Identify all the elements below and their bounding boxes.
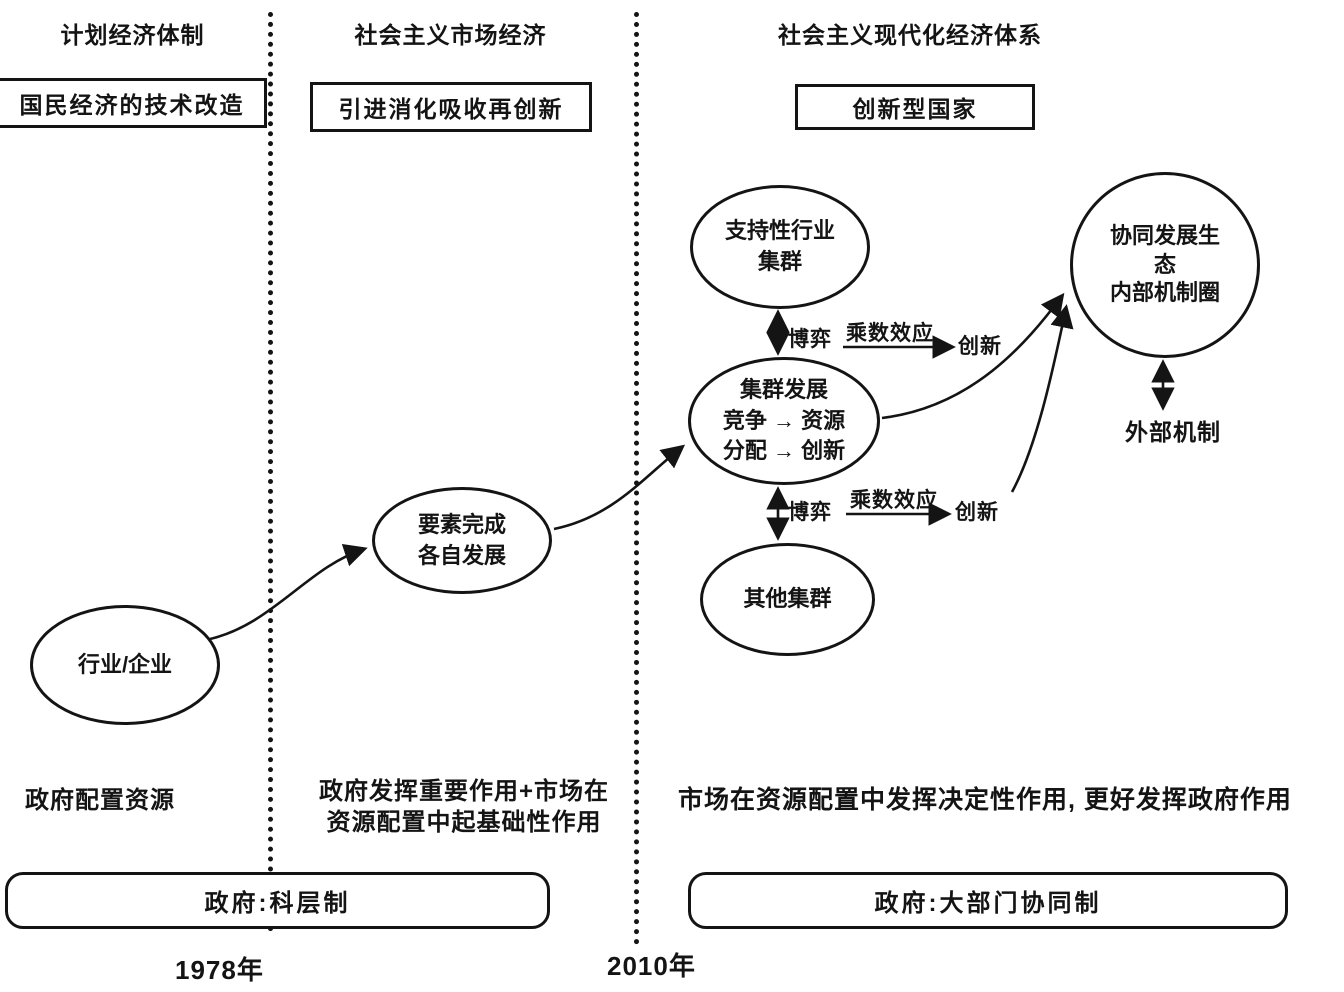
column-header-modernized-economic-system: 社会主义现代化经济体系 [778,22,1042,48]
year-1978: 1978年 [175,955,264,985]
period-divider-1978 [268,12,273,932]
label-game-bottom: 博弈 [788,501,832,524]
label-multiplier-effect-bottom: 乘数效应 [850,489,938,512]
year-2010: 2010年 [607,951,696,981]
column-header-planned-economy: 计划经济体制 [60,22,205,48]
arrow-industry-to-factors [205,543,368,642]
label-innovation-top: 创新 [958,335,1002,358]
stage-box-introduce-digest-absorb-reinnovate: 引进消化吸收再创新 [310,82,592,132]
arrow-cluster-to-ecosystem [881,292,1065,420]
node-supportive-line2: 集群 [757,249,802,274]
node-supportive-line1: 支持性行业 [724,218,835,244]
arrow-innovation-to-ecosystem [1010,304,1074,493]
node-industry-enterprise: 行业/企业 [30,605,220,725]
bottom-text-market-basic-role-line1: 政府发挥重要作用+市场在 [318,778,609,805]
stage-box-innovative-country: 创新型国家 [795,84,1035,130]
node-other-clusters: 其他集群 [700,543,875,656]
node-ecosystem-internal-mechanism: 协同发展生 态 内部机制圈 [1070,172,1260,358]
label-external-mechanism: 外部机制 [1125,419,1221,445]
node-factors-develop: 要素完成 各自发展 [372,487,552,594]
node-ecosystem-line3: 内部机制圈 [1109,280,1220,306]
label-game-top: 博弈 [788,328,832,351]
node-other-clusters-label: 其他集群 [743,586,832,612]
node-factors-line1: 要素完成 [417,511,506,537]
label-multiplier-effect-top: 乘数效应 [846,322,934,345]
label-innovation-bottom: 创新 [955,501,999,524]
node-cluster-line3: 分配 → 创新 [722,438,846,464]
node-cluster-development: 集群发展 竞争 → 资源 分配 → 创新 [688,357,880,485]
column-header-socialist-market-economy: 社会主义市场经济 [354,22,547,48]
stage-box-technical-transformation: 国民经济的技术改造 [0,78,267,128]
arrow-factors-to-cluster [553,444,686,531]
bottom-text-market-decisive-role: 市场在资源配置中发挥决定性作用, 更好发挥政府作用 [678,786,1292,814]
bottom-text-market-basic-role: 政府发挥重要作用+市场在 资源配置中起基础性作用 [290,776,638,838]
bottom-text-market-basic-role-line2: 资源配置中起基础性作用 [326,809,602,837]
period-divider-2010 [634,12,639,945]
node-ecosystem-line2: 态 [1153,251,1176,277]
node-cluster-line2: 竞争 → 资源 [722,407,846,433]
node-factors-line2: 各自发展 [417,542,506,568]
pill-government-coordination: 政府:大部门协同制 [688,872,1288,929]
node-cluster-line1: 集群发展 [739,376,828,402]
node-supportive-clusters: 支持性行业 集群 [690,185,870,309]
bottom-text-government-allocates: 政府配置资源 [25,787,175,814]
node-industry-enterprise-label: 行业/企业 [77,651,173,677]
node-ecosystem-line1: 协同发展生 [1109,223,1220,249]
pill-government-bureaucracy: 政府:科层制 [5,872,550,929]
